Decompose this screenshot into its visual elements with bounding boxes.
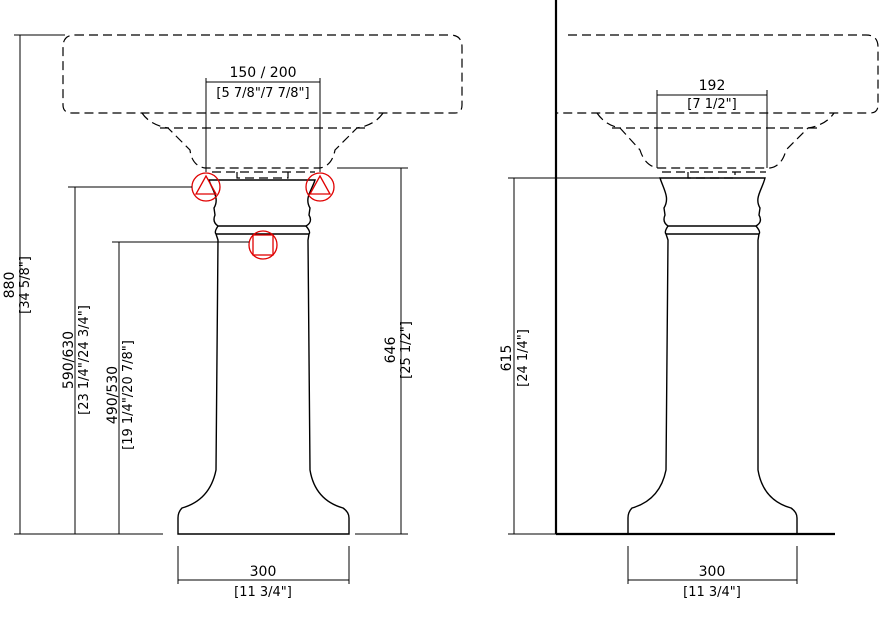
side-pedestal-column — [627, 233, 798, 535]
bowl-depth-in: [7 1/2"] — [687, 97, 736, 112]
pedestal-height-mm: 646 — [383, 337, 399, 364]
side-pedestal-neck-ring — [664, 225, 761, 235]
side-pedestal-height-in: [24 1/4"] — [516, 329, 531, 387]
tap-spacing-mm: 150 / 200 — [229, 65, 296, 81]
side-bowl-underside — [596, 112, 835, 169]
side-view: 192 [7 1/2"] 615 [24 1/4"] 300 [11 3/4"] — [499, 0, 879, 600]
waste-height-in: [19 1/4"/20 7/8"] — [121, 340, 136, 450]
bowl-underside — [141, 112, 384, 169]
pedestal-height-in: [25 1/2"] — [399, 321, 414, 379]
waste-height-mm: 490/530 — [105, 366, 121, 424]
drain-cut — [236, 172, 289, 179]
side-base-width-mm: 300 — [699, 564, 726, 580]
side-pedestal-height-mm: 615 — [499, 345, 515, 372]
basin-outline — [62, 34, 463, 114]
supply-triangle-right — [308, 174, 332, 195]
side-drain-cut — [687, 172, 736, 179]
waste-marker — [248, 230, 278, 260]
base-width-mm: 300 — [250, 564, 277, 580]
supply-triangle-left — [194, 174, 218, 195]
supply-marker-right — [305, 172, 335, 202]
tap-spacing-in: [5 7/8"/7 7/8"] — [216, 86, 309, 101]
supply-height-mm: 590/630 — [61, 331, 77, 389]
waste-square — [252, 234, 274, 256]
pedestal-neck-ring — [214, 225, 311, 235]
front-view: 150 / 200 [5 7/8"/7 7/8"] 880 [34 5/8"] … — [2, 34, 463, 600]
overall-height-mm: 880 — [2, 272, 18, 299]
pedestal-column — [177, 233, 350, 535]
supply-height-in: [23 1/4"/24 3/4"] — [77, 305, 92, 415]
side-basin-outline — [556, 34, 879, 114]
pedestal-outline — [208, 179, 316, 227]
side-base-width-in: [11 3/4"] — [683, 585, 741, 600]
overall-height-in: [34 5/8"] — [18, 256, 33, 314]
side-pedestal-outline — [659, 177, 766, 227]
base-width-in: [11 3/4"] — [234, 585, 292, 600]
bowl-depth-mm: 192 — [699, 78, 726, 94]
